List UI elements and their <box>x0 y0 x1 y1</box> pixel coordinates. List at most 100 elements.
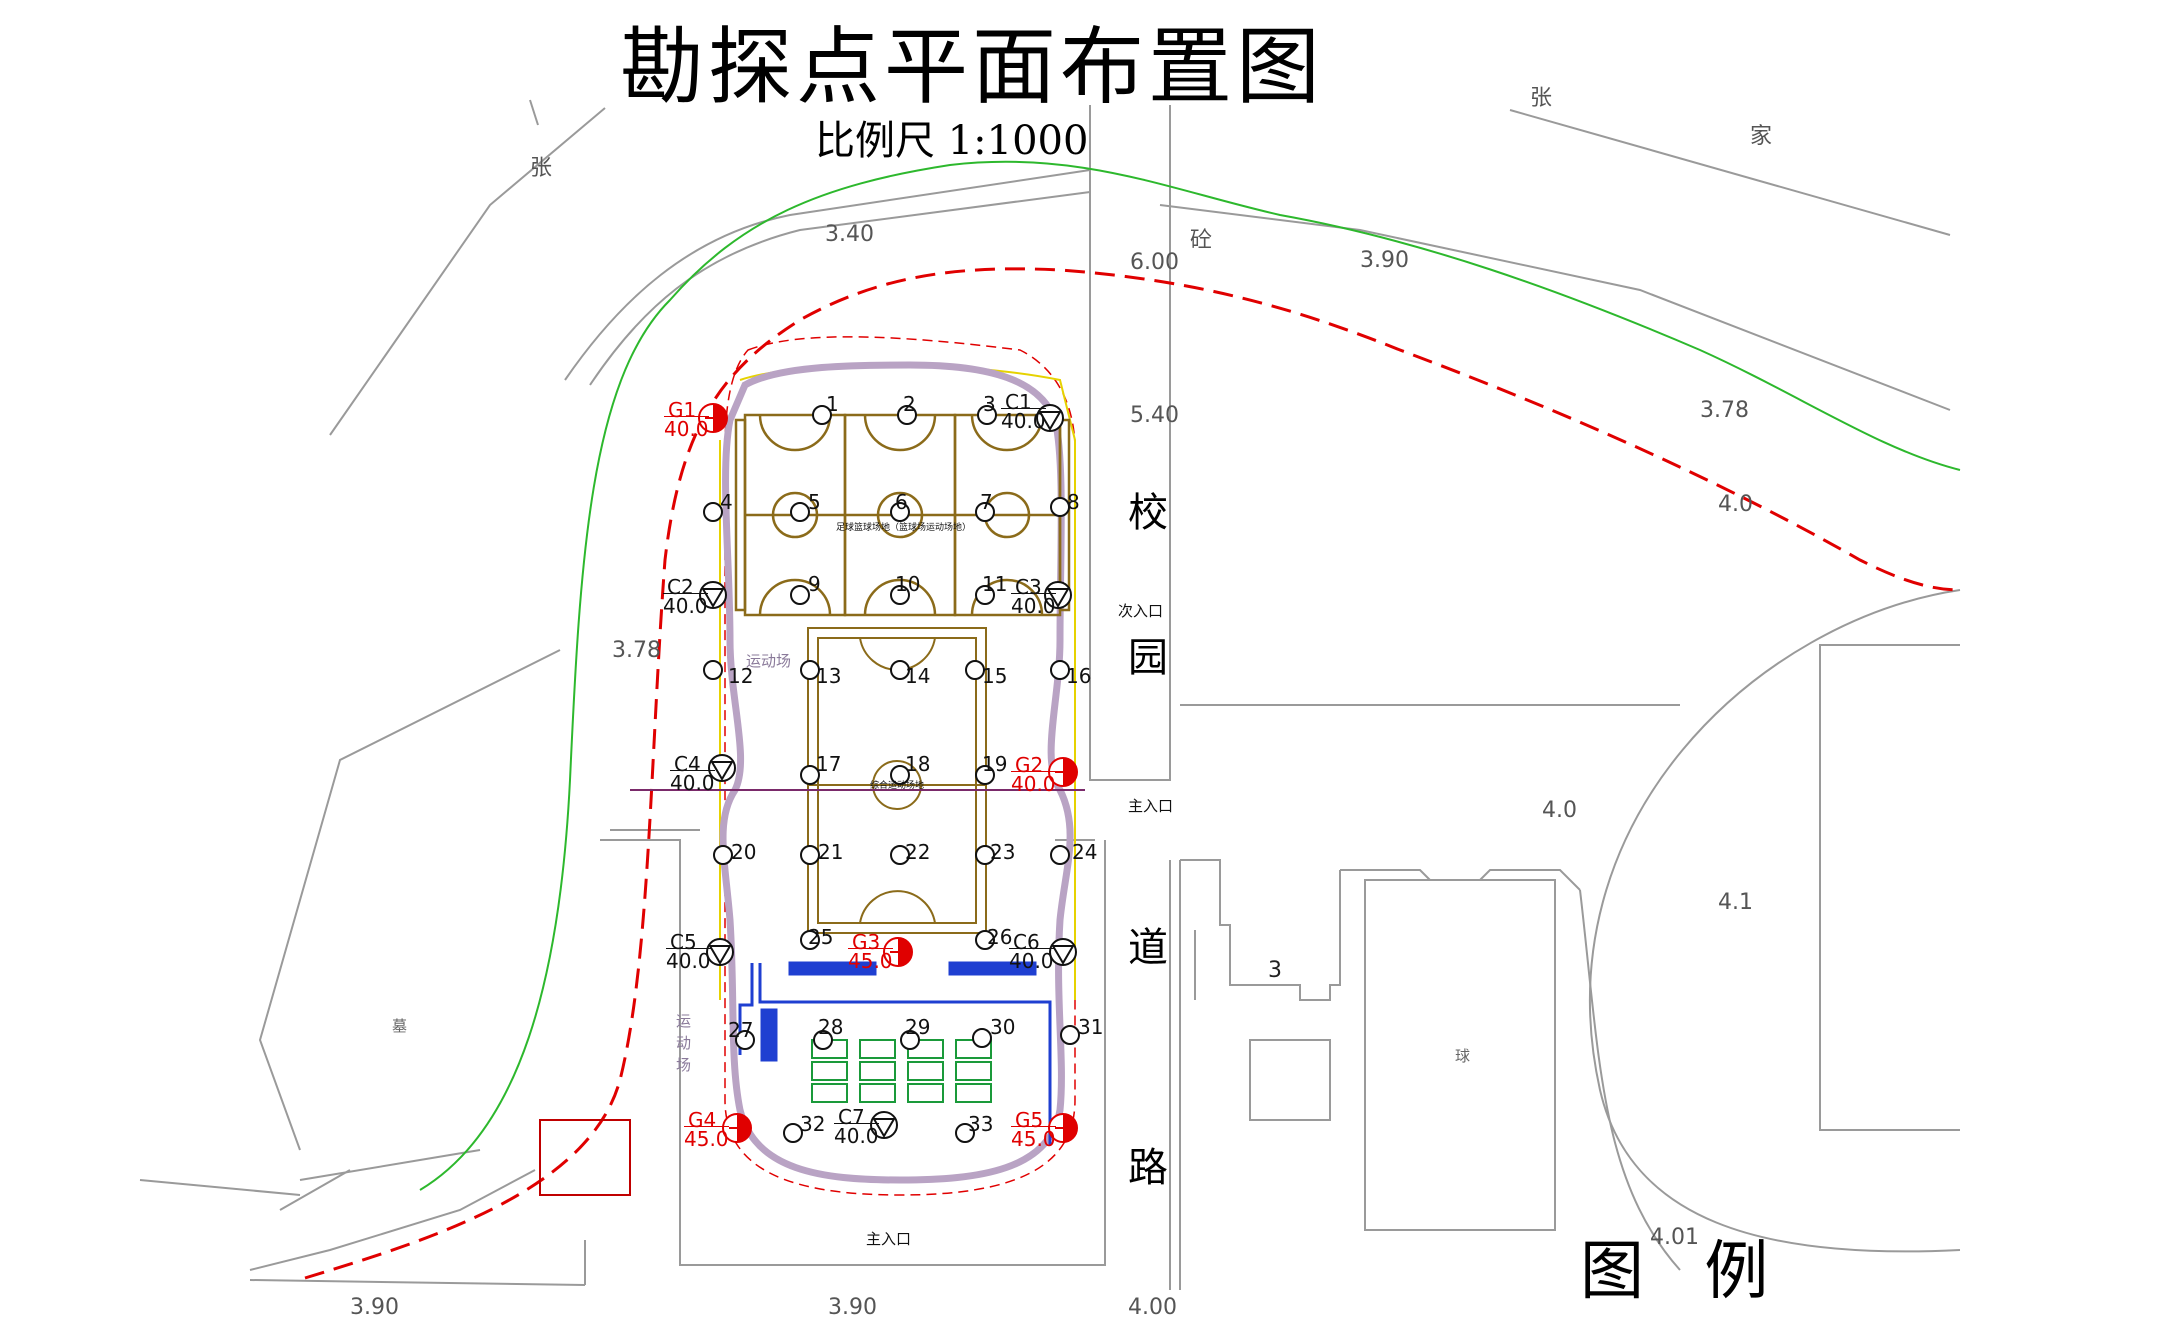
geo-point-depth: 40.0 <box>1011 771 1056 796</box>
borehole-label: 11 <box>982 572 1008 596</box>
control-point-marker <box>706 938 734 966</box>
secondary-entrance-label: 次入口 <box>1118 602 1164 620</box>
geo-point-depth: 45.0 <box>684 1126 729 1151</box>
place-text: 砼 <box>1190 228 1213 253</box>
place-text: 3 <box>1268 958 1282 983</box>
borehole-label: 7 <box>980 490 993 514</box>
control-point-marker <box>1036 404 1064 432</box>
borehole-label: 20 <box>731 840 757 864</box>
borehole-marker <box>890 585 910 605</box>
borehole-marker <box>790 585 810 605</box>
red-structure <box>539 1119 631 1196</box>
road-char: 路 <box>1128 1145 1168 1191</box>
borehole-marker <box>703 502 723 522</box>
geo-point-id: G1 <box>668 398 697 422</box>
control-point-id: C3 <box>1015 575 1042 599</box>
geo-point-marker <box>883 937 913 967</box>
elevation: 3.90 <box>1360 248 1409 273</box>
geo-point-id: G3 <box>852 930 881 954</box>
control-point-depth: 40.0 <box>1009 948 1054 973</box>
control-point-depth: 40.0 <box>663 593 708 618</box>
control-point-marker <box>1044 581 1072 609</box>
survey-boundary <box>304 267 1961 1280</box>
borehole-label: 27 <box>728 1018 754 1042</box>
borehole-label: 2 <box>903 392 916 416</box>
control-point-id: C2 <box>667 575 694 599</box>
green-grid <box>811 1039 992 1103</box>
geo-point-marker <box>722 1113 752 1143</box>
control-point-marker <box>708 754 736 782</box>
borehole-label: 17 <box>816 752 842 776</box>
borehole-label: 31 <box>1078 1015 1104 1039</box>
borehole-marker <box>890 765 910 785</box>
elevation: 4.0 <box>1542 798 1577 823</box>
borehole-marker <box>890 502 910 522</box>
borehole-marker <box>1050 845 1070 865</box>
borehole-marker <box>900 1030 920 1050</box>
borehole-marker <box>977 405 997 425</box>
boreholes-layer <box>703 405 1080 1143</box>
borehole-marker <box>890 845 910 865</box>
borehole-marker <box>1050 497 1070 517</box>
borehole-marker <box>897 405 917 425</box>
main-entrance-label: 主入口 <box>1128 797 1174 815</box>
elevation: 4.00 <box>1128 1295 1177 1320</box>
geo-point-marker <box>698 403 728 433</box>
borehole-label: 13 <box>816 664 842 688</box>
borehole-label: 18 <box>905 752 931 776</box>
elevation: 4.01 <box>1650 1225 1699 1250</box>
geo-point-id: G5 <box>1015 1108 1044 1132</box>
background-linework <box>139 99 1961 1290</box>
control-point-marker <box>1049 938 1077 966</box>
control-point-depth: 40.0 <box>666 948 711 973</box>
blue-building <box>738 961 1052 1145</box>
main-entrance-south-label: 主入口 <box>866 1230 912 1248</box>
control-point-marker <box>870 1111 898 1139</box>
borehole-marker <box>800 930 820 950</box>
court-note: 足球篮球场地（篮球场运动场地） <box>836 523 972 533</box>
borehole-label: 22 <box>905 840 931 864</box>
control-point-depth: 40.0 <box>1011 593 1056 618</box>
borehole-marker <box>735 1030 755 1050</box>
borehole-label: 26 <box>987 925 1013 949</box>
borehole-marker <box>800 765 820 785</box>
borehole-label: 14 <box>905 664 931 688</box>
elevation: 3.78 <box>1700 398 1749 423</box>
control-point-depth: 40.0 <box>670 770 715 795</box>
elevation: 5.40 <box>1130 403 1179 428</box>
control-point-id: C1 <box>1005 390 1032 414</box>
borehole-marker <box>790 502 810 522</box>
borehole-label: 10 <box>895 572 921 596</box>
control-point-id: C4 <box>674 752 701 776</box>
geo-point-id: G4 <box>688 1108 717 1132</box>
place-text: 张 <box>530 156 553 181</box>
borehole-label: 29 <box>905 1015 931 1039</box>
borehole-marker <box>703 660 723 680</box>
geo-point-depth: 45.0 <box>848 948 893 973</box>
borehole-label: 32 <box>800 1112 826 1136</box>
borehole-label: 15 <box>982 664 1008 688</box>
borehole-label: 9 <box>808 572 821 596</box>
borehole-marker <box>975 930 995 950</box>
borehole-label: 30 <box>990 1015 1016 1039</box>
geo-point-marker <box>1048 1113 1078 1143</box>
borehole-marker <box>783 1123 803 1143</box>
borehole-marker <box>890 660 910 680</box>
borehole-marker <box>1060 1025 1080 1045</box>
control-point-id: C6 <box>1013 930 1040 954</box>
place-text: 张 <box>1530 86 1553 111</box>
control-points-layer <box>699 404 1077 1139</box>
borehole-label: 23 <box>990 840 1016 864</box>
borehole-marker <box>813 1030 833 1050</box>
page-title: 勘探点平面布置图 <box>620 18 1325 116</box>
elevation: 3.90 <box>828 1295 877 1320</box>
elevation: 4.0 <box>1718 492 1753 517</box>
borehole-marker <box>800 660 820 680</box>
control-point-depth: 40.0 <box>1001 408 1046 433</box>
borehole-marker <box>972 1028 992 1048</box>
borehole-label: 8 <box>1067 490 1080 514</box>
borehole-label: 24 <box>1072 840 1098 864</box>
geo-points-layer <box>698 403 1078 1143</box>
borehole-label: 4 <box>720 490 733 514</box>
borehole-label: 3 <box>983 392 996 416</box>
